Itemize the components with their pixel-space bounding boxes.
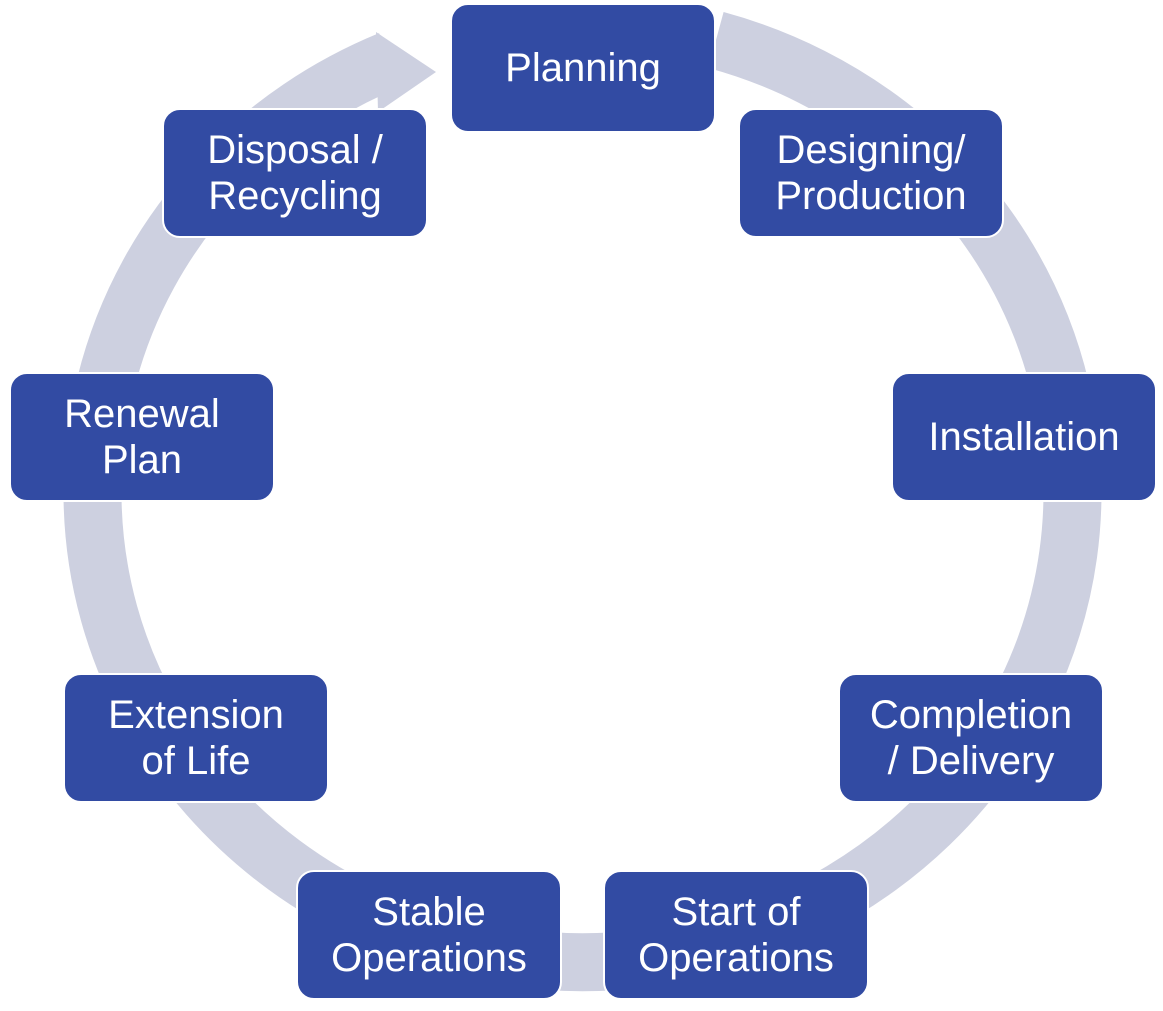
stage-renewal-plan: Renewal Plan xyxy=(9,372,275,502)
stage-start-of-operations: Start of Operations xyxy=(603,870,869,1000)
stage-label: Planning xyxy=(505,46,661,90)
stage-extension-of-life: Extension of Life xyxy=(63,673,329,803)
stage-designing-production: Designing/ Production xyxy=(738,108,1004,238)
stage-label: Designing/ Production xyxy=(775,128,967,218)
stage-label: Renewal Plan xyxy=(64,392,220,482)
stage-label: Extension of Life xyxy=(108,693,284,783)
stage-label: Disposal / Recycling xyxy=(207,128,383,218)
cycle-arrow-head xyxy=(376,32,436,112)
stage-completion-delivery: Completion / Delivery xyxy=(838,673,1104,803)
stage-label: Start of Operations xyxy=(638,890,834,980)
stage-label: Installation xyxy=(928,415,1120,459)
stage-label: Stable Operations xyxy=(331,890,527,980)
stage-planning: Planning xyxy=(450,3,716,133)
stage-disposal-recycling: Disposal / Recycling xyxy=(162,108,428,238)
stage-stable-operations: Stable Operations xyxy=(296,870,562,1000)
stage-installation: Installation xyxy=(891,372,1157,502)
stage-label: Completion / Delivery xyxy=(869,693,1073,783)
